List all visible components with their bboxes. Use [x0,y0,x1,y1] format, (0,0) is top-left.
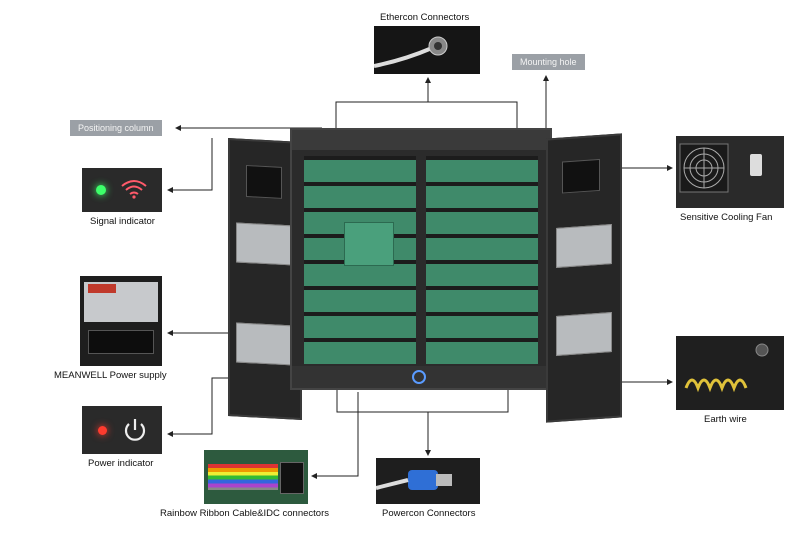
positioning-column-tag: Positioning column [70,120,162,136]
door-power-supply-unit [236,222,292,266]
door-power-supply-unit [556,224,612,268]
module-area-right [426,156,538,364]
power-icon [124,419,146,441]
door-power-supply-unit [556,312,612,356]
power-led-icon [98,426,107,435]
receiving-card [344,222,394,266]
fan-sensor-icon [750,154,762,176]
power-supply-label: MEANWELL Power supply [54,370,167,381]
idc-connector [280,462,304,494]
power-indicator-photo [82,406,162,454]
door-power-supply-unit [236,322,292,366]
door-fan [562,158,600,194]
ribbon-cable-photo [204,450,308,504]
signal-indicator-photo [82,168,162,212]
ribbon-cable-label: Rainbow Ribbon Cable&IDC connectors [160,508,329,519]
powercon-photo [376,458,480,504]
earth-wire-photo [676,336,784,410]
ethercon-connector-icon [374,36,448,68]
power-supply-photo [80,276,162,366]
signal-led-icon [96,185,106,195]
ribbon-cable-stripes [208,464,278,490]
fan-grille-icon [679,143,729,193]
mounting-hole-tag: Mounting hole [512,54,585,70]
cooling-fan-label: Sensitive Cooling Fan [680,212,773,223]
earth-wire-coil-icon [684,343,769,393]
powercon-label: Powercon Connectors [382,508,476,519]
power-indicator-label: Power indicator [88,458,154,469]
power-icon [412,370,426,384]
led-cabinet [228,128,622,423]
ethercon-line [335,101,518,130]
powercon-connector-icon [376,470,452,490]
ethercon-label: Ethercon Connectors [380,12,470,23]
wifi-icon [121,180,147,199]
earth-wire-label: Earth wire [704,414,747,425]
ethercon-photo [374,26,480,74]
cabinet-top-bar [292,130,550,150]
terminal-block [88,330,154,354]
cooling-fan-photo [676,136,784,208]
signal-indicator-label: Signal indicator [90,216,155,227]
meanwell-logo-icon [88,284,116,293]
cabinet-right-door [546,133,622,423]
door-fan [246,165,282,199]
cabinet-body [290,128,552,390]
